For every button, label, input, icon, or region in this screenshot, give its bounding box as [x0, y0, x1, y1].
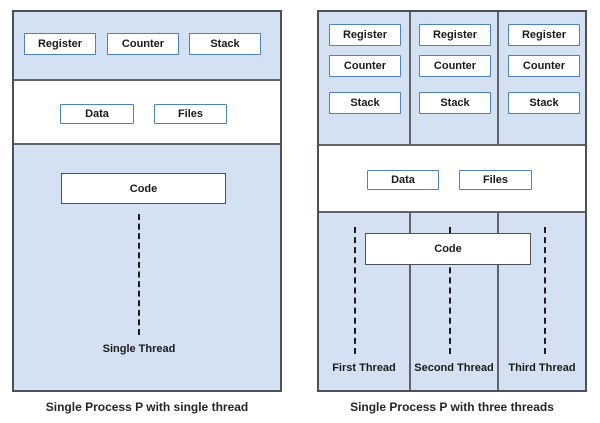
register-box: Register: [329, 24, 401, 46]
counter-box: Counter: [508, 55, 580, 77]
stack-box: Stack: [329, 92, 401, 114]
resources-section: Data Files: [319, 146, 585, 213]
code-box: Code: [365, 233, 531, 265]
single-thread-label: Single Thread: [102, 343, 176, 355]
code-section: Code Single Thread: [14, 145, 280, 390]
register-label: Register: [432, 29, 478, 41]
files-box: Files: [154, 104, 227, 124]
register-label: Register: [342, 29, 388, 41]
first-thread-dashed-line: [354, 227, 356, 354]
register-box: Register: [24, 33, 96, 55]
third-thread-label: Third Thread: [508, 362, 576, 374]
code-label: Code: [434, 243, 462, 255]
single-thread-caption: Single Process P with single thread: [45, 400, 249, 414]
counter-box: Counter: [419, 55, 491, 77]
three-thread-diagram: Register Counter Stack Register Counter …: [317, 10, 587, 392]
third-thread-dashed-line: [544, 227, 546, 354]
register-label: Register: [37, 38, 83, 50]
thread-lane-2: Second Thread: [411, 213, 499, 390]
counter-label: Counter: [121, 38, 165, 50]
counter-label: Counter: [433, 60, 477, 72]
files-label: Files: [482, 174, 509, 186]
thread-column-3: Register Counter Stack: [499, 12, 585, 144]
first-thread-label: First Thread: [332, 362, 396, 374]
thread-column-1: Register Counter Stack: [319, 12, 411, 144]
code-section: First Thread Second Thread Third Thread …: [319, 213, 585, 390]
register-box: Register: [508, 24, 580, 46]
three-thread-caption: Single Process P with three threads: [350, 400, 554, 414]
registers-section: Register Counter Stack: [14, 12, 280, 81]
counter-label: Counter: [522, 60, 566, 72]
data-label: Data: [391, 174, 415, 186]
register-box: Register: [419, 24, 491, 46]
data-box: Data: [367, 170, 439, 190]
data-label: Data: [85, 108, 109, 120]
files-box: Files: [459, 170, 532, 190]
resources-section: Data Files: [14, 81, 280, 145]
register-label: Register: [521, 29, 567, 41]
thread-lane-3: Third Thread: [499, 213, 585, 390]
stack-label: Stack: [529, 97, 559, 109]
code-label: Code: [129, 182, 158, 195]
single-thread-diagram: Register Counter Stack Data Files Code: [12, 10, 282, 392]
single-thread-dashed-line: [138, 214, 140, 335]
stack-box: Stack: [508, 92, 580, 114]
files-label: Files: [177, 108, 204, 120]
stack-box: Stack: [189, 33, 261, 55]
counter-box: Counter: [107, 33, 179, 55]
stack-label: Stack: [350, 97, 380, 109]
data-box: Data: [60, 104, 134, 124]
code-box: Code: [61, 173, 226, 204]
second-thread-label: Second Thread: [414, 362, 494, 374]
thread-column-2: Register Counter Stack: [411, 12, 499, 144]
stack-label: Stack: [440, 97, 470, 109]
stack-label: Stack: [210, 38, 240, 50]
counter-label: Counter: [343, 60, 387, 72]
thread-registers-section: Register Counter Stack Register Counter …: [319, 12, 585, 146]
counter-box: Counter: [329, 55, 401, 77]
stack-box: Stack: [419, 92, 491, 114]
thread-lane-1: First Thread: [319, 213, 411, 390]
second-thread-dashed-line: [449, 227, 451, 354]
